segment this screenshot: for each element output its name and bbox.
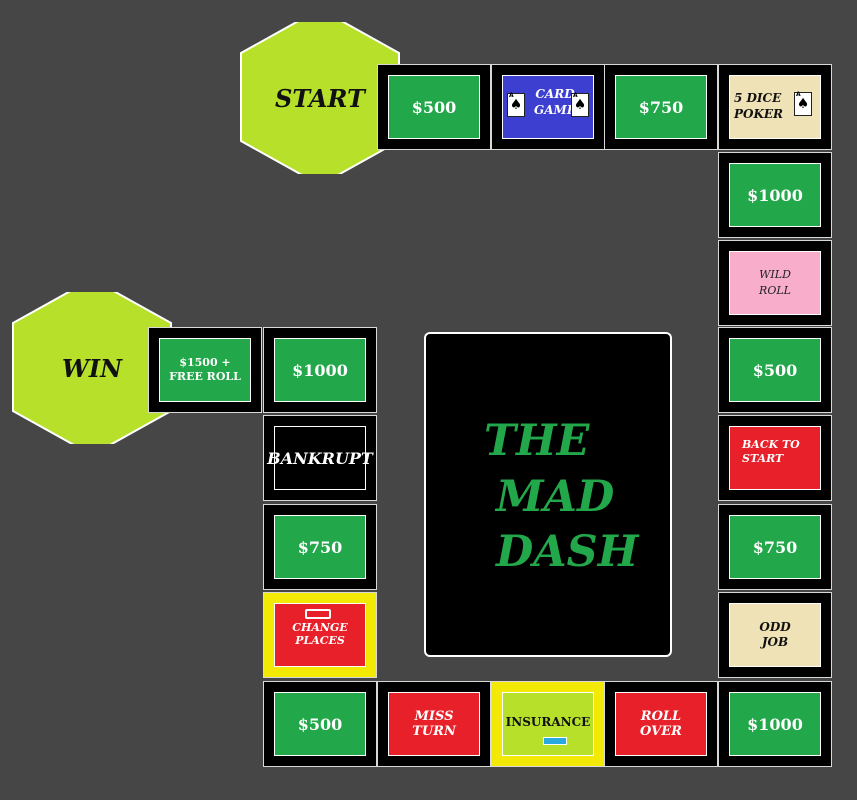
dice-poker-line1: 5 DICE (734, 91, 782, 105)
change-places-slot-icon (305, 609, 331, 619)
insurance-slot-icon (543, 737, 567, 745)
space-insurance-face: INSURANCE (502, 692, 594, 756)
odd-job-line2: JOB (761, 635, 789, 649)
space-roll-over-face: ROLL OVER (615, 692, 707, 756)
back-to-start-line1: BACK TO (742, 438, 800, 451)
space-odd-job[interactable]: ODD JOB (718, 592, 832, 678)
space-roll-over[interactable]: ROLL OVER (604, 681, 718, 767)
space-left-750[interactable]: $750 (263, 504, 377, 590)
title-line-2: MAD (496, 472, 615, 522)
space-change-places[interactable]: CHANGE PLACES (263, 592, 377, 678)
space-bankrupt[interactable]: BANKRUPT (263, 415, 377, 501)
ace-of-spades-icon: A♠ (571, 92, 589, 117)
space-left-1000-label: $1000 (274, 338, 366, 402)
win-space[interactable]: WIN (4, 292, 180, 444)
space-right-500[interactable]: $500 (718, 327, 832, 413)
space-corner-1000[interactable]: $1000 (718, 681, 832, 767)
miss-turn-line1: MISS (414, 709, 454, 724)
title-line-1: THE (484, 416, 590, 466)
space-left-1000[interactable]: $1000 (263, 327, 377, 413)
miss-turn-line2: TURN (412, 724, 456, 739)
space-right-1000-label: $1000 (729, 163, 821, 227)
roll-over-line1: ROLL (640, 709, 682, 724)
change-places-line1: CHANGE (292, 621, 348, 634)
space-corner-1000-label: $1000 (729, 692, 821, 756)
space-free-roll[interactable]: $1500 + FREE ROLL (148, 327, 262, 413)
roll-over-line2: OVER (640, 724, 682, 739)
space-back-to-start-face: BACK TO START (729, 426, 821, 490)
insurance-label: INSURANCE (505, 715, 591, 729)
space-back-to-start[interactable]: BACK TO START (718, 415, 832, 501)
space-miss-turn[interactable]: MISS TURN (377, 681, 491, 767)
wild-roll-line2: ROLL (759, 284, 791, 297)
space-right-750[interactable]: $750 (718, 504, 832, 590)
space-right-750-label: $750 (729, 515, 821, 579)
card-game-line2: GAME (534, 103, 576, 117)
card-game-line1: CARD (535, 87, 575, 101)
title-line-3: DASH (496, 527, 639, 577)
odd-job-line1: ODD (759, 620, 791, 634)
space-change-places-face: CHANGE PLACES (274, 603, 366, 667)
ace-of-spades-icon: A♠ (507, 92, 525, 117)
space-left-750-label: $750 (274, 515, 366, 579)
start-label: START (275, 83, 365, 113)
space-wild-roll[interactable]: WILD ROLL (718, 240, 832, 326)
space-right-1000[interactable]: $1000 (718, 152, 832, 238)
space-bankrupt-label: BANKRUPT (267, 426, 373, 490)
change-places-line2: PLACES (295, 634, 345, 647)
space-top-500[interactable]: $500 (377, 64, 491, 150)
space-card-game[interactable]: A♠ CARD GAME A♠ (491, 64, 605, 150)
space-wild-roll-face: WILD ROLL (729, 251, 821, 315)
space-top-750-label: $750 (615, 75, 707, 139)
space-right-500-label: $500 (729, 338, 821, 402)
win-label: WIN (61, 353, 123, 383)
free-roll-line2: FREE ROLL (169, 370, 241, 383)
space-dice-poker[interactable]: 5 DICE POKER A♠ (718, 64, 832, 150)
space-insurance[interactable]: INSURANCE (491, 681, 605, 767)
space-card-game-face: A♠ CARD GAME A♠ (502, 75, 594, 139)
space-bottom-500-label: $500 (274, 692, 366, 756)
dice-poker-line2: POKER (734, 107, 784, 121)
space-free-roll-face: $1500 + FREE ROLL (159, 338, 251, 402)
space-top-500-label: $500 (388, 75, 480, 139)
space-bottom-500[interactable]: $500 (263, 681, 377, 767)
free-roll-line1: $1500 + (179, 356, 231, 369)
space-miss-turn-face: MISS TURN (388, 692, 480, 756)
back-to-start-line2: START (742, 452, 784, 465)
wild-roll-line1: WILD (759, 268, 791, 281)
title-card: THE MAD DASH (424, 332, 672, 657)
ace-of-spades-icon: A♠ (794, 91, 812, 116)
space-top-750[interactable]: $750 (604, 64, 718, 150)
start-space[interactable]: START (232, 22, 408, 174)
space-dice-poker-face: 5 DICE POKER A♠ (729, 75, 821, 139)
space-odd-job-face: ODD JOB (729, 603, 821, 667)
